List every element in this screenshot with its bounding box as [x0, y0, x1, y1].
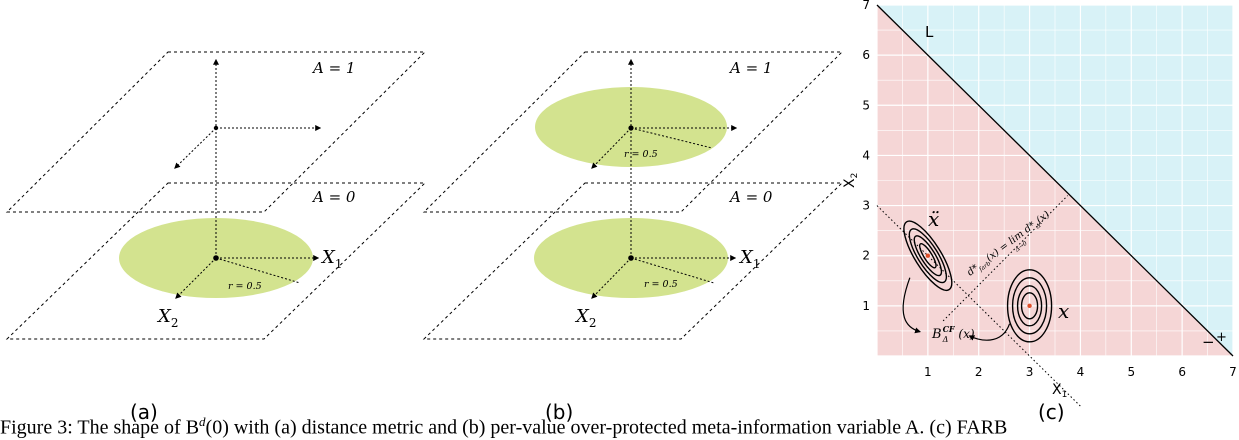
x-tick-label: 5 [1127, 365, 1135, 379]
x-tick-label: 3 [1026, 365, 1034, 379]
contour-ring [903, 220, 953, 292]
contour-ring [913, 235, 943, 277]
lower-origin [628, 255, 634, 261]
x-tick-label: 7 [1229, 365, 1237, 379]
x-axis-label: X1 [1052, 382, 1067, 400]
contour-ring [1020, 292, 1039, 320]
radius-line [215, 257, 301, 284]
y-tick-label: 4 [862, 148, 870, 162]
point-label-x: x [1058, 299, 1069, 323]
lower-radius-line [630, 257, 715, 284]
y-tick-label: 5 [862, 98, 870, 112]
distance-to-boundary-line [942, 195, 1069, 322]
upper-x2-axis [591, 127, 632, 169]
radius-label-bottom: r = 0.5 [644, 279, 678, 290]
lower-x2-axis [175, 257, 217, 299]
axis-x2-label: X2 [574, 306, 596, 330]
contour-ring [1016, 285, 1043, 327]
point-x [1027, 303, 1032, 309]
plane-a0 [5, 182, 427, 340]
y-tick-label: 2 [862, 249, 870, 263]
panel-label-a: (a) [130, 400, 158, 424]
decision-boundary [876, 4, 1234, 357]
grid-layer-upper [877, 4, 1234, 356]
contour-ring [918, 242, 937, 269]
marker-plus: + [1216, 330, 1227, 345]
panel-label-c: (c) [1038, 400, 1065, 424]
region-label-L: L [925, 23, 934, 41]
figure-caption: Figure 3: The shape of Bd(0) with (a) di… [0, 414, 1008, 439]
x-tick-label: 6 [1178, 365, 1186, 379]
radius-label-top: r = 0.5 [624, 149, 658, 160]
contour-ring [1011, 277, 1048, 335]
x-tick-label: 2 [975, 365, 983, 379]
tick-group: 1 2 3 4 5 6 7 1 2 3 4 5 6 7 [862, 0, 1236, 379]
lower-origin [213, 255, 219, 261]
y-tick-label: 1 [862, 299, 870, 313]
upper-origin [213, 125, 219, 131]
x-tick-label: 1 [924, 365, 932, 379]
axis-x1-label: X1 [320, 247, 342, 271]
contour-group [903, 220, 1053, 343]
marker-minus: − [1202, 333, 1215, 351]
y-tick-label: 3 [862, 199, 870, 213]
point-group [925, 253, 1032, 309]
y-tick-label: 7 [862, 0, 870, 12]
lower-x2-axis [591, 257, 632, 299]
ball-arrow-left [902, 277, 922, 334]
plane-label-top: A = 1 [728, 59, 772, 77]
point-label-xddot: ẍ [928, 207, 939, 231]
contour-ring [908, 228, 948, 284]
x-tick-label: 4 [1077, 365, 1085, 379]
plane-b0 [422, 182, 844, 340]
y-axis-label: X2 [842, 173, 860, 188]
upper-x2-axis [174, 127, 217, 169]
y-tick-label: 6 [862, 48, 870, 62]
radius-label: r = 0.5 [228, 281, 262, 292]
upper-origin [628, 125, 634, 131]
ball-arrow-right [968, 323, 1011, 341]
axis-x1-label: X1 [738, 247, 760, 271]
upper-radius-line [630, 127, 713, 149]
panel-a: A = 1 A = 0 r = 0.5 X1 X2 [5, 51, 427, 340]
panel-b: A = 1 A = 0 r = 0.5 r = 0.5 X1 X2 [422, 51, 844, 340]
contour-ring [1006, 269, 1053, 343]
plane-b1 [422, 51, 844, 213]
point-xddot [925, 253, 931, 258]
plane-a1 [5, 51, 427, 213]
plane-label-bottom: A = 0 [728, 188, 773, 206]
plane-label-top: A = 1 [311, 59, 355, 77]
axis-x2-label: X2 [156, 306, 178, 330]
plane-label-bottom: A = 0 [311, 188, 356, 206]
panel-label-b: (b) [545, 400, 574, 424]
